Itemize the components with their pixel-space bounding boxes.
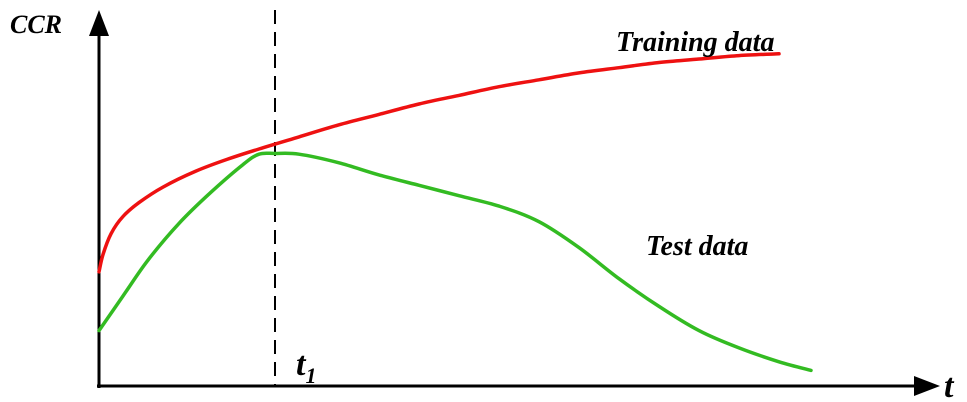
x-axis-arrow-icon [914, 376, 940, 396]
y-axis-label: CCR [10, 10, 62, 39]
y-axis-arrow-icon [89, 10, 109, 36]
t1-marker-label-main: t [296, 346, 307, 383]
training-data-line [97, 52, 781, 274]
t1-marker-label: t1 [296, 346, 316, 388]
test-data-label: Test data [646, 231, 748, 262]
t1-marker-label-sub: 1 [305, 363, 316, 388]
x-axis-label: t [944, 368, 955, 402]
training-data-label: Training data [616, 27, 774, 58]
test-data-line [97, 151, 813, 373]
